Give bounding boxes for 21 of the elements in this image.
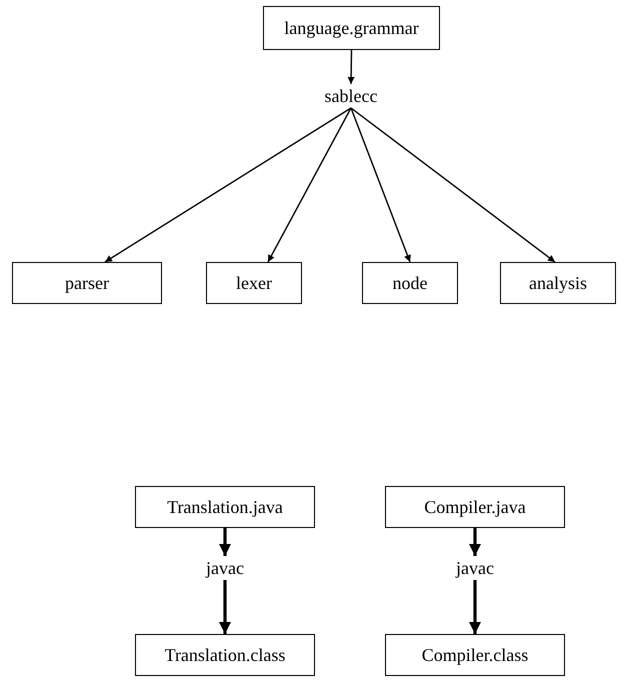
process-box: parser <box>12 262 162 304</box>
process-box: Translation.class <box>135 634 315 676</box>
arrow <box>219 580 231 634</box>
tool-label: javac <box>450 556 500 580</box>
arrow <box>348 50 355 84</box>
arrow <box>104 107 352 263</box>
arrow <box>350 107 556 263</box>
tool-label: sablecc <box>316 84 386 108</box>
process-box: Compiler.java <box>385 486 565 528</box>
process-box: language.grammar <box>263 6 440 50</box>
process-box: node <box>362 262 458 304</box>
process-box: Translation.java <box>135 486 315 528</box>
arrow <box>469 528 481 556</box>
process-box: lexer <box>206 262 302 304</box>
arrow <box>350 108 411 262</box>
process-box: analysis <box>500 262 616 304</box>
arrow <box>469 580 481 634</box>
process-box: Compiler.class <box>385 634 565 676</box>
arrow <box>219 528 231 556</box>
arrow <box>267 108 352 262</box>
tool-label: javac <box>200 556 250 580</box>
